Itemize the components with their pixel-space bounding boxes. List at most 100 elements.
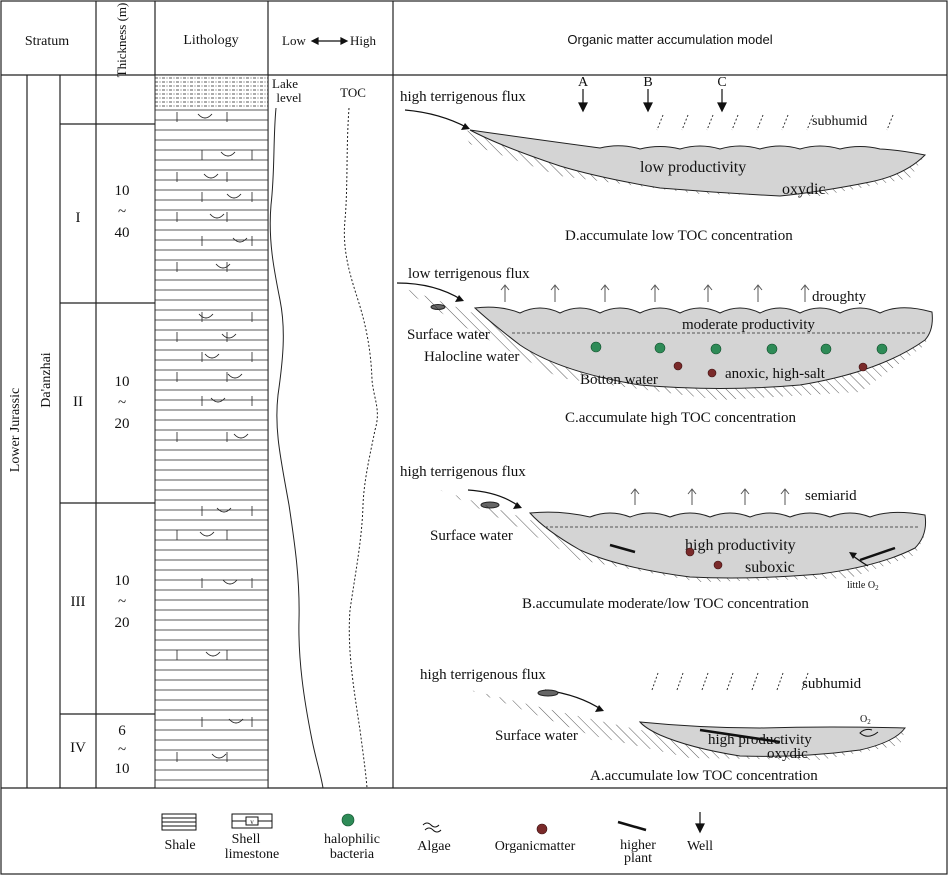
model-c-redox: anoxic, high-salt: [725, 366, 826, 382]
evaporation-arrows: [500, 284, 810, 302]
model-d-caption: D.accumulate low TOC concentration: [565, 228, 793, 244]
model-a-redox: oxydic: [767, 746, 808, 762]
thickness-top: 10: [115, 573, 130, 589]
model-c-surface: Surface water: [407, 327, 490, 343]
thickness-tilde: ~: [118, 742, 126, 758]
lake-level-curve: [269, 107, 324, 789]
oxygen-arrow-icon: [859, 728, 879, 737]
bacteria-icons: [590, 341, 888, 355]
lake-level-label-line1: Lake: [272, 76, 298, 91]
legend-bacteria-line2: bacteria: [330, 847, 375, 862]
double-arrow-icon: [310, 37, 349, 45]
member-id: IV: [70, 740, 86, 756]
flux-arrowhead-icon: [595, 705, 604, 712]
header-stratum: Stratum: [25, 34, 69, 49]
thickness-bottom: 20: [115, 615, 130, 631]
higher-plant-icon: [609, 543, 636, 554]
model-d-flux: high terrigenous flux: [400, 89, 526, 105]
header-lithology: Lithology: [183, 33, 238, 48]
thickness-tilde: ~: [118, 204, 126, 220]
well-a-label: A: [578, 75, 589, 90]
model-a-productivity: high productivity: [708, 732, 812, 748]
model-b-redox: suboxic: [745, 559, 795, 576]
legend-organic: Organicmatter: [495, 839, 576, 854]
member-id: I: [76, 210, 81, 226]
model-c-caption: C.accumulate high TOC concentration: [565, 410, 797, 426]
legend-plant-line2: plant: [624, 851, 652, 866]
lake-level-label-line2: level: [276, 90, 302, 105]
member-id: III: [71, 594, 86, 610]
flux-arrowhead-icon: [455, 295, 464, 302]
model-a-flux: high terrigenous flux: [420, 667, 546, 683]
model-a: high terrigenous flux subhumid Surface w…: [420, 667, 906, 784]
model-b-productivity: high productivity: [685, 537, 796, 554]
legend-well: Well: [687, 839, 713, 854]
formation-label: Da'anzhai: [39, 352, 54, 407]
member-III: III 10 ~ 20: [71, 573, 130, 631]
oxygen-arrowhead-icon: [849, 552, 857, 559]
lake-water: [473, 306, 933, 389]
member-id: II: [73, 394, 83, 410]
thickness-top: 10: [115, 183, 130, 199]
lithology-column: [154, 74, 269, 789]
model-b-oxygen: little O2: [847, 580, 879, 592]
humidity-dashes: [651, 672, 809, 691]
well-c-label: C: [717, 75, 726, 90]
model-d-redox: oxydic: [782, 181, 826, 198]
flux-arrowhead-icon: [513, 502, 522, 509]
model-a-caption: A.accumulate low TOC concentration: [590, 768, 818, 784]
model-b-caption: B.accumulate moderate/low TOC concentrat…: [522, 596, 809, 612]
organic-matter-icons: [685, 547, 723, 570]
header-low: Low: [282, 33, 306, 48]
legend-shell-symbol: v: [231, 813, 273, 829]
member-IV: IV 6 ~ 10: [70, 723, 129, 777]
well-b-label: B: [643, 75, 652, 90]
humidity-dashes: [656, 114, 894, 131]
member-I: I 10 ~ 40: [76, 183, 130, 241]
thickness-tilde: ~: [118, 594, 126, 610]
model-a-climate: subhumid: [802, 676, 862, 692]
system-label: Lower Jurassic: [8, 388, 23, 472]
thickness-bottom: 40: [115, 225, 130, 241]
evaporation-arrows: [630, 488, 790, 505]
legend-well-icon: [695, 812, 705, 834]
thickness-top: 6: [118, 723, 126, 739]
thickness-bottom: 10: [115, 761, 130, 777]
model-c: low terrigenous flux droughty moderate p…: [395, 266, 933, 426]
model-b: high terrigenous flux semiarid Surface w…: [400, 464, 926, 612]
model-a-oxygen: O2: [860, 714, 871, 726]
model-c-flux: low terrigenous flux: [408, 266, 530, 282]
well-icon: [578, 89, 727, 113]
organic-matter-icons: [673, 361, 868, 378]
model-b-climate: semiarid: [805, 488, 857, 504]
lake-water: [469, 129, 927, 197]
model-b-surface: Surface water: [430, 528, 513, 544]
model-d: high terrigenous flux A B C subhumid low…: [400, 75, 927, 244]
legend-shale: Shale: [164, 838, 195, 853]
legend-plant-line1: higher: [620, 838, 656, 853]
header-high: High: [350, 33, 377, 48]
legend-algae: Algae: [417, 839, 450, 854]
higher-plant-icon: [859, 546, 896, 562]
legend-algae-icon: [422, 822, 442, 833]
legend-organic-icon: [536, 823, 548, 835]
model-c-halocline: Halocline water: [424, 349, 519, 365]
thickness-bottom: 20: [115, 416, 130, 432]
toc-label: TOC: [340, 85, 366, 100]
toc-curve: [343, 107, 378, 789]
thickness-top: 10: [115, 374, 130, 390]
higher-plant-icon: [699, 728, 781, 744]
flux-arrow-icon: [404, 109, 469, 129]
model-d-productivity: low productivity: [640, 159, 746, 176]
legend-shell-line1: Shell: [232, 832, 261, 847]
header-model: Organic matter accumulation model: [567, 32, 772, 47]
model-b-flux: high terrigenous flux: [400, 464, 526, 480]
model-c-productivity: moderate productivity: [682, 317, 815, 333]
legend-bacteria-icon: [341, 813, 355, 827]
legend-shale-symbol: [161, 813, 197, 831]
model-c-bottom: Botton water: [580, 372, 658, 388]
lake-water: [528, 511, 926, 579]
model-a-surface: Surface water: [495, 728, 578, 744]
flux-arrow-icon: [396, 282, 463, 301]
